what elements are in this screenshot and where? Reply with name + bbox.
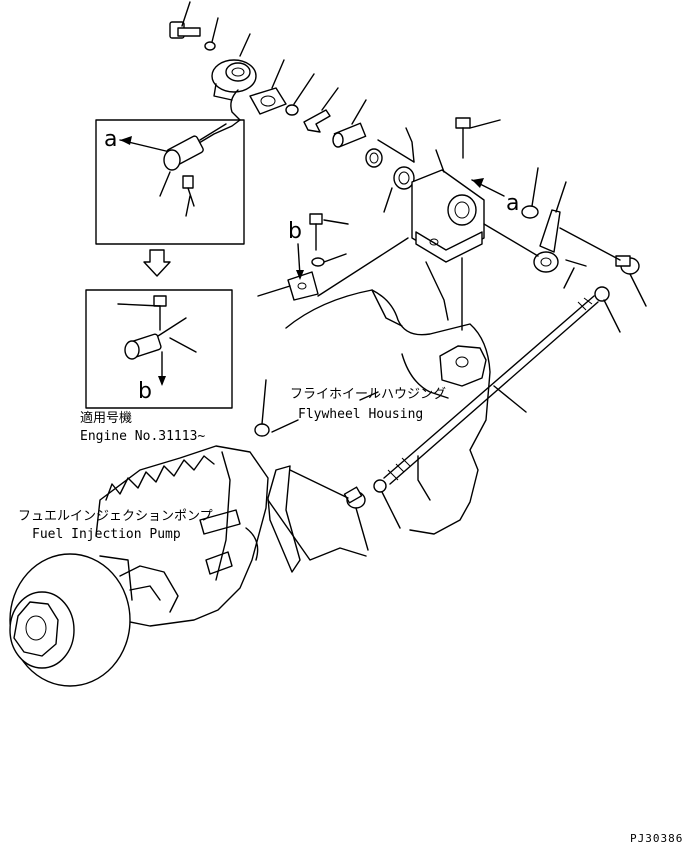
gasket	[249, 59, 287, 115]
snap-ring	[285, 73, 315, 116]
flywheel-housing	[271, 237, 491, 535]
lever-washer	[521, 167, 539, 219]
ball-joint-upper	[559, 227, 647, 307]
top-washer	[204, 17, 219, 51]
engine-number: Engine No.31113~	[80, 429, 205, 444]
callout-a-label: a	[104, 127, 117, 152]
callout-b-label: b	[138, 379, 152, 404]
support-plate: b	[257, 213, 349, 301]
detail-box-b: b	[85, 289, 233, 409]
sensor-housing	[211, 33, 257, 121]
control-rod	[383, 295, 599, 485]
fuel-injection-pump	[9, 445, 367, 687]
pump-washer	[254, 379, 270, 437]
flywheel-housing-en: Flywheel Housing	[298, 407, 423, 422]
throttle-lever	[483, 181, 567, 273]
detail-box-a: a	[95, 119, 245, 245]
shaft-bushing	[332, 99, 367, 148]
mounting-bracket	[411, 149, 485, 331]
callout-a-label-2: a	[506, 191, 519, 216]
ball-joint-lower	[343, 479, 401, 551]
flywheel-housing-jp: フライホイールハウジング	[290, 387, 446, 402]
fuel-pump-jp: フュエルインジェクションポンプ	[18, 509, 213, 524]
fuel-pump-en: Fuel Injection Pump	[32, 527, 181, 542]
top-bolt	[169, 1, 201, 39]
bearing-pair	[365, 127, 415, 213]
lock-nut	[594, 286, 621, 333]
bracket-bolt	[455, 117, 501, 159]
cotter-pin	[563, 259, 587, 289]
applicability-label: 適用号機	[80, 410, 132, 426]
lever-clip	[303, 87, 339, 133]
callout-b-label-2: b	[288, 219, 302, 244]
drawing-code: PJ30386	[630, 832, 683, 845]
